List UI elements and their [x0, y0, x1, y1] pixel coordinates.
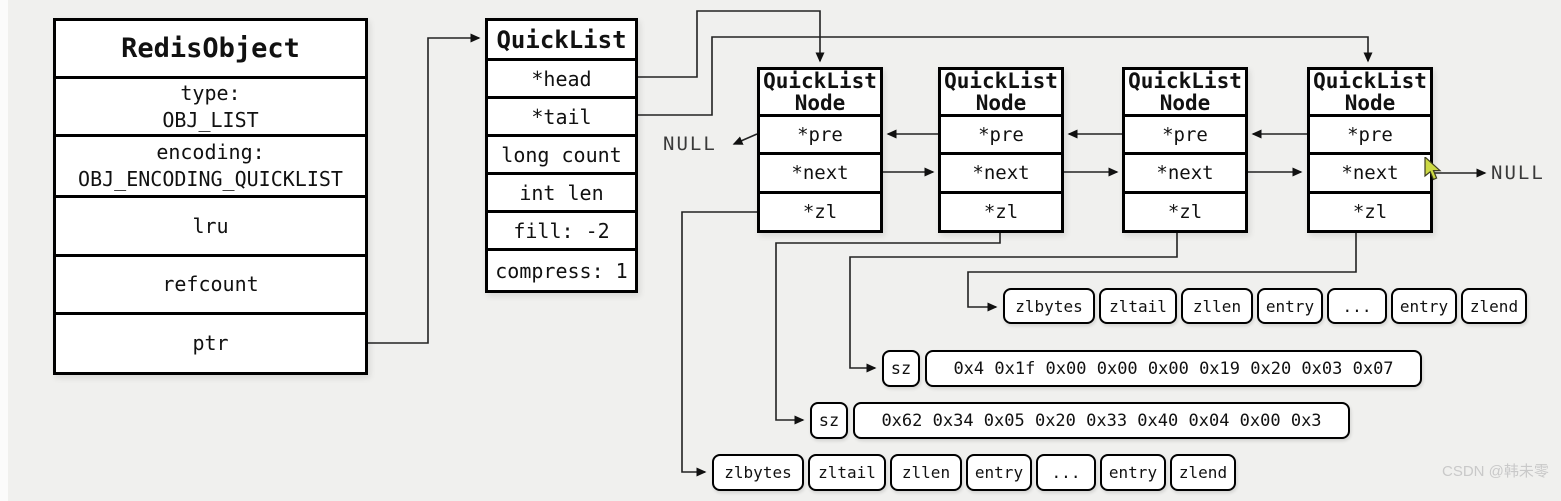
ziplist-cell-zlend: zlend	[1461, 288, 1527, 324]
sz-row-1: sz 0x4 0x1f 0x00 0x00 0x00 0x19 0x20 0x0…	[882, 350, 1422, 387]
ziplist-cell-zllen: zllen	[1181, 288, 1253, 324]
ziplist-cell-ellipsis: ...	[1036, 454, 1096, 491]
quicklist-row-count: long count	[488, 134, 635, 172]
row-label: *next	[791, 162, 849, 184]
row-label: int len	[519, 180, 604, 205]
node-row-next: *next	[941, 152, 1061, 191]
ziplist-cell-entry: entry	[1391, 288, 1457, 324]
redis-object-row-encoding: encoding: OBJ_ENCODING_QUICKLIST	[56, 134, 365, 195]
node-title-line1: QuickList	[763, 69, 877, 93]
row-label: *zl	[1352, 201, 1388, 223]
row-label: refcount	[162, 272, 259, 296]
ziplist-cell-entry: entry	[966, 454, 1032, 491]
quicklist-node-3: QuickList Node *pre *next *zl	[1122, 67, 1248, 233]
row-label: *zl	[802, 201, 838, 223]
null-label-left: NULL	[663, 133, 717, 155]
node-title-line2: Node	[1344, 91, 1396, 115]
row-label: *head	[531, 66, 592, 91]
node-title-line2: Node	[1159, 91, 1211, 115]
node-row-pre: *pre	[1125, 114, 1245, 152]
ziplist-top-row: zlbytes zltail zllen entry ... entry zle…	[1003, 288, 1527, 324]
ziplist-cell-zlbytes: zlbytes	[712, 454, 804, 491]
arrow-node1-zl-to-ziplist-bottom	[681, 211, 757, 477]
row-label: *pre	[978, 123, 1024, 146]
arrow-node1-pre-to-null	[732, 133, 758, 145]
ziplist-cell-zlbytes: zlbytes	[1003, 288, 1095, 324]
node-row-zl: *zl	[760, 191, 880, 230]
watermark-text: CSDN @韩未零	[1442, 463, 1549, 480]
redis-object-box: RedisObject type: OBJ_LIST encoding: OBJ…	[53, 18, 368, 375]
quicklist-title: QuickList	[496, 25, 627, 54]
node-row-pre: *pre	[760, 114, 880, 152]
quicklist-row-len: int len	[488, 172, 635, 210]
quicklist-row-tail: *tail	[488, 96, 635, 134]
row-label: compress: 1	[495, 258, 628, 283]
row-label: ptr	[192, 331, 229, 355]
node-title: QuickList Node	[1310, 70, 1430, 114]
redis-object-row-ptr: ptr	[56, 312, 365, 372]
row-label: *pre	[797, 123, 843, 146]
row-label: fill: -2	[513, 218, 610, 243]
row-label: *zl	[1167, 201, 1203, 223]
redis-object-row-refcount: refcount	[56, 254, 365, 312]
ziplist-cell-zltail: zltail	[1099, 288, 1177, 324]
node-row-zl: *zl	[1125, 191, 1245, 230]
arrow-node2-zl-to-sz2	[775, 230, 1001, 425]
null-label-right: NULL	[1491, 162, 1545, 184]
row-label: *tail	[531, 104, 592, 129]
node-row-next: *next	[1310, 152, 1430, 191]
redis-object-title: RedisObject	[121, 33, 300, 64]
node-row-next: *next	[760, 152, 880, 191]
node-title: QuickList Node	[760, 70, 880, 114]
row-label: *next	[1341, 162, 1399, 184]
node-row-zl: *zl	[1310, 191, 1430, 230]
row-label: *next	[1156, 162, 1214, 184]
row-label: *next	[972, 162, 1030, 184]
sz-label: sz	[810, 402, 848, 439]
node-row-pre: *pre	[1310, 114, 1430, 152]
node-title-line1: QuickList	[1313, 69, 1427, 93]
left-margin-strip	[0, 0, 8, 501]
quicklist-node-2: QuickList Node *pre *next *zl	[938, 67, 1064, 233]
redis-object-row-lru: lru	[56, 195, 365, 254]
ziplist-cell-zltail: zltail	[808, 454, 886, 491]
node-row-zl: *zl	[941, 191, 1061, 230]
row-label: type:	[180, 80, 241, 105]
sz-label: sz	[882, 350, 920, 387]
row-label: encoding:	[156, 140, 265, 164]
row-label: long count	[501, 142, 622, 167]
sz-bytes: 0x62 0x34 0x05 0x20 0x33 0x40 0x04 0x00 …	[853, 402, 1350, 439]
row-label: lru	[192, 213, 229, 238]
mouse-cursor-icon	[1424, 157, 1442, 181]
ziplist-cell-entry: entry	[1257, 288, 1323, 324]
ziplist-bottom-row: zlbytes zltail zllen entry ... entry zle…	[712, 454, 1236, 491]
quicklist-row-fill: fill: -2	[488, 210, 635, 248]
sz-bytes: 0x4 0x1f 0x00 0x00 0x00 0x19 0x20 0x03 0…	[925, 350, 1422, 387]
arrow-ptr-to-quicklist	[368, 33, 481, 344]
quicklist-row-head: *head	[488, 58, 635, 96]
ziplist-cell-entry: entry	[1100, 454, 1166, 491]
node-title-line1: QuickList	[1128, 69, 1242, 93]
node-title: QuickList Node	[941, 70, 1061, 114]
node-title-line2: Node	[794, 91, 846, 115]
row-label: *pre	[1347, 123, 1393, 146]
ziplist-cell-ellipsis: ...	[1327, 288, 1387, 324]
row-value: OBJ_LIST	[162, 107, 259, 132]
quicklist-box: QuickList *head *tail long count int len…	[485, 18, 638, 293]
node-title: QuickList Node	[1125, 70, 1245, 114]
ziplist-cell-zlend: zlend	[1170, 454, 1236, 491]
ziplist-cell-zllen: zllen	[890, 454, 962, 491]
quicklist-node-1: QuickList Node *pre *next *zl	[757, 67, 883, 233]
node-title-line1: QuickList	[944, 69, 1058, 93]
row-label: *pre	[1162, 123, 1208, 146]
quicklist-node-4: QuickList Node *pre *next *zl	[1307, 67, 1433, 233]
row-value: OBJ_ENCODING_QUICKLIST	[78, 167, 343, 191]
sz-row-2: sz 0x62 0x34 0x05 0x20 0x33 0x40 0x04 0x…	[810, 402, 1350, 439]
quicklist-row-compress: compress: 1	[488, 248, 635, 290]
node-title-line2: Node	[975, 91, 1027, 115]
redis-object-row-type: type: OBJ_LIST	[56, 76, 365, 134]
node-row-next: *next	[1125, 152, 1245, 191]
node-row-pre: *pre	[941, 114, 1061, 152]
row-label: *zl	[983, 201, 1019, 223]
